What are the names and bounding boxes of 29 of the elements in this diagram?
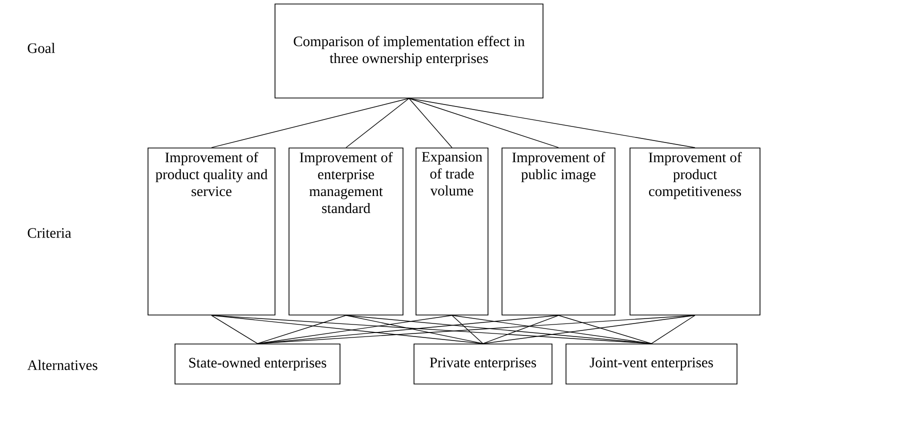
connector-line: [482, 315, 559, 344]
connector-line: [211, 98, 410, 148]
connector-line: [257, 315, 696, 344]
criterion-box: Improvement of public image: [502, 148, 616, 316]
criterion-box: Improvement of product quality and service: [148, 148, 276, 316]
connector-line: [408, 98, 452, 148]
level-label: Criteria: [28, 228, 72, 238]
level-label: Alternatives: [27, 360, 98, 370]
goal-box: Comparison of implementation effect in three ownership enterprises: [274, 4, 544, 98]
criterion-box: Improvement of product competitiveness: [630, 148, 760, 316]
alternative-box: Joint-vent enterprises: [566, 344, 738, 384]
connector-line: [408, 98, 559, 148]
level-label: Goal: [28, 42, 55, 54]
connector-line: [452, 315, 484, 344]
connector-line: [651, 315, 696, 344]
connector-line: [346, 315, 652, 344]
connector-line: [346, 98, 410, 148]
connector-line: [211, 315, 652, 344]
connector-line: [346, 315, 484, 344]
connector-line: [211, 315, 258, 344]
alternative-box: Private enterprises: [414, 344, 552, 384]
criterion-box: Improvement of enterprise management standard: [288, 148, 404, 316]
criterion-box: Expansion of trade volume: [416, 148, 488, 316]
connector-line: [257, 315, 346, 344]
alternative-box: State-owned enterprises: [174, 344, 340, 384]
connector-line: [482, 315, 696, 344]
connector-line: [452, 315, 652, 344]
connector-line: [558, 315, 652, 344]
connector-line: [408, 98, 696, 148]
